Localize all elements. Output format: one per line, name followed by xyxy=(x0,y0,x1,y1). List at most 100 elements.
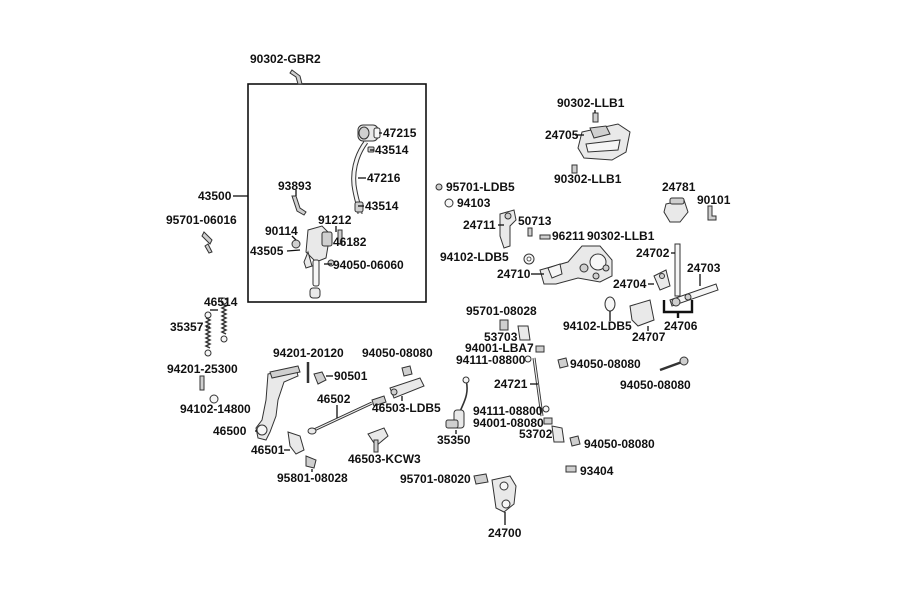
shift-pedal-24700-icon xyxy=(491,475,517,513)
clip-95701-08020-icon xyxy=(473,473,489,485)
label-46502: 46502 xyxy=(317,392,351,406)
label-90114: 90114 xyxy=(265,224,298,238)
label-35357: 35357 xyxy=(170,320,204,334)
label-94050-08080-b: 94050-08080 xyxy=(570,357,641,371)
label-46503-LDB5: 46503-LDB5 xyxy=(372,401,441,415)
leader-43505 xyxy=(286,249,301,252)
label-24710: 24710 xyxy=(497,267,531,281)
label-24711: 24711 xyxy=(463,218,496,232)
label-94050-08080-c: 94050-08080 xyxy=(620,378,691,392)
label-43500: 43500 xyxy=(198,189,232,203)
cover-24705-icon xyxy=(577,123,631,161)
joint-53702-icon xyxy=(551,425,565,443)
label-46514: 46514 xyxy=(204,295,238,309)
brake-rod-46502-icon xyxy=(307,395,387,435)
bracket-93893-icon xyxy=(291,195,307,216)
label-91212: 91212 xyxy=(318,213,352,227)
washer-95701-LDB5-icon xyxy=(435,183,443,191)
label-90302-LLB1-c: 90302-LLB1 xyxy=(587,229,655,243)
bolt-93404-icon xyxy=(565,465,577,473)
bracket-24707-icon xyxy=(629,299,655,327)
label-94102-LDB5-b: 94102-LDB5 xyxy=(563,319,632,333)
shift-plate-24710-icon xyxy=(539,245,613,285)
joint-53703-icon xyxy=(517,325,531,341)
label-24705: 24705 xyxy=(545,128,579,142)
spring-46514-icon xyxy=(220,297,228,343)
label-90302-GBR2: 90302-GBR2 xyxy=(250,52,321,66)
shaft-24703-icon xyxy=(669,283,719,307)
nut-94050-08080-b-icon xyxy=(557,357,569,369)
label-94102-14800: 94102-14800 xyxy=(180,402,251,416)
label-46503-KCW3: 46503-KCW3 xyxy=(348,452,421,466)
label-53702: 53702 xyxy=(519,427,553,441)
brake-pedal-46500-icon xyxy=(255,365,301,441)
bolt-90302-LLB1-b-icon xyxy=(571,164,578,174)
label-94050-06060: 94050-06060 xyxy=(333,258,404,272)
label-94103: 94103 xyxy=(457,196,491,210)
label-50713: 50713 xyxy=(518,214,552,228)
label-95701-06016: 95701-06016 xyxy=(166,213,237,227)
label-43505: 43505 xyxy=(250,244,284,258)
label-46501: 46501 xyxy=(251,443,285,457)
shaft-24702-icon xyxy=(674,243,681,297)
nut-94001-08080-icon xyxy=(543,417,553,425)
pin-46501-icon xyxy=(287,431,305,455)
label-90302-LLB1-a: 90302-LLB1 xyxy=(557,96,625,110)
label-90302-LLB1-b: 90302-LLB1 xyxy=(554,172,622,186)
label-94201-25300: 94201-25300 xyxy=(167,362,238,376)
master-cylinder-icon xyxy=(291,225,343,299)
arm-24711-icon xyxy=(499,209,517,249)
label-90501: 90501 xyxy=(334,369,368,383)
label-95701-08020: 95701-08020 xyxy=(400,472,471,486)
leader-90114 xyxy=(291,235,297,241)
stay-46503-LDB5-icon xyxy=(389,377,425,399)
label-94001-LBA7: 94001-LBA7 xyxy=(465,341,534,355)
washer-94102-14800-icon xyxy=(209,394,219,404)
label-46500: 46500 xyxy=(213,424,247,438)
spring-35357-icon xyxy=(204,311,212,357)
nut-94050-08080-a-icon xyxy=(401,365,413,377)
label-24781: 24781 xyxy=(662,180,696,194)
screw-50713-icon xyxy=(527,227,533,237)
label-24721: 24721 xyxy=(494,377,528,391)
brake-switch-35350-icon xyxy=(445,376,470,429)
label-94050-08080-d: 94050-08080 xyxy=(584,437,655,451)
label-24706: 24706 xyxy=(664,319,698,333)
label-24704: 24704 xyxy=(613,277,647,291)
label-24707: 24707 xyxy=(632,330,666,344)
label-94111-08800-b: 94111-08800 xyxy=(473,404,543,418)
bracket-90302-GBR2-icon xyxy=(289,69,303,85)
screw-90101-icon xyxy=(707,205,717,221)
lever-24704-icon xyxy=(653,269,671,291)
label-95701-LDB5: 95701-LDB5 xyxy=(446,180,515,194)
knob-24781-icon xyxy=(663,197,689,223)
label-90101: 90101 xyxy=(697,193,731,207)
label-24700: 24700 xyxy=(488,526,522,540)
washer-94103-icon xyxy=(444,198,454,208)
bolt-94201-25300-icon xyxy=(199,375,205,391)
label-94111-08800-a: 94111-08800 xyxy=(456,353,526,367)
label-95701-08028: 95701-08028 xyxy=(466,304,537,318)
label-94102-LDB5-a: 94102-LDB5 xyxy=(440,250,509,264)
label-43514-b: 43514 xyxy=(365,199,399,213)
label-94050-08080-a: 94050-08080 xyxy=(362,346,433,360)
washer-94111-08800-a-icon xyxy=(524,355,532,363)
stay-46503-KCW3-icon xyxy=(367,427,389,453)
washer-94102-LDB5-a-icon xyxy=(523,253,535,265)
inset-frame xyxy=(247,83,427,303)
clip-95801-08028-icon xyxy=(305,455,317,469)
label-94201-20120: 94201-20120 xyxy=(273,346,344,360)
nut-94050-08080-d-icon xyxy=(569,435,581,447)
washer-94102-LDB5-b-icon xyxy=(604,296,616,312)
label-96211: 96211 xyxy=(552,229,585,243)
washer-94111-08800-b-icon xyxy=(542,405,550,413)
reservoir-47215-icon xyxy=(357,124,381,142)
label-93893: 93893 xyxy=(278,179,312,193)
shift-rod-24721-icon xyxy=(532,357,544,417)
label-24703: 24703 xyxy=(687,261,721,275)
bolt-90302-LLB1-a-icon xyxy=(592,112,599,123)
label-95801-08028: 95801-08028 xyxy=(277,471,348,485)
nut-94001-LBA7-icon xyxy=(535,345,545,353)
label-93404: 93404 xyxy=(580,464,614,478)
